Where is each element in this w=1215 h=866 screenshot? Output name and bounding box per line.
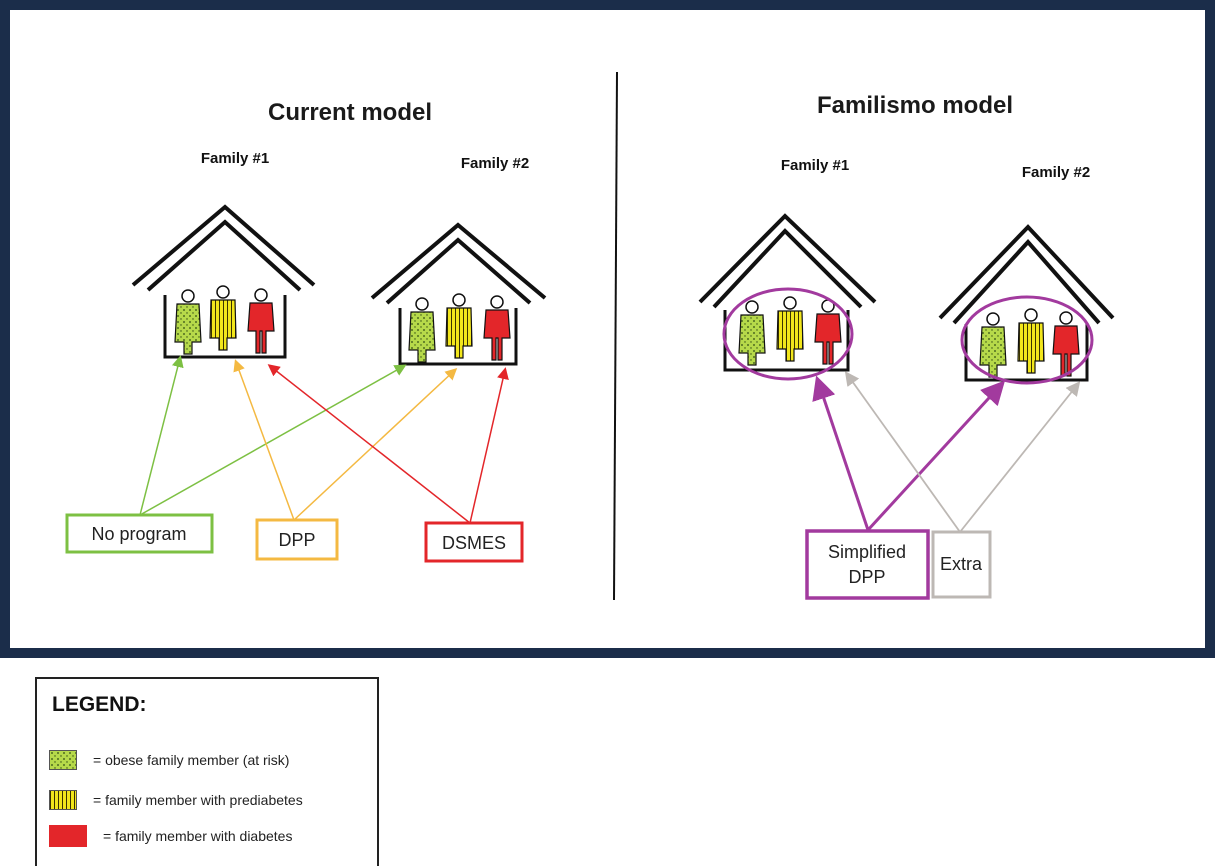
legend-item-label: = family member with diabetes xyxy=(103,828,293,844)
simplified-dpp-box: Simplified DPP xyxy=(805,529,930,600)
family-group-circle xyxy=(722,287,854,381)
family-group-circle xyxy=(960,295,1094,385)
legend-box: LEGEND: = obese family member (at risk) … xyxy=(35,677,379,866)
prediabetes-swatch-icon xyxy=(49,790,77,810)
model-divider xyxy=(613,71,618,601)
legend-item-prediabetes: = family member with prediabetes xyxy=(49,789,303,811)
legend-item-diabetes: = family member with diabetes xyxy=(49,825,292,847)
familismo-family2-house xyxy=(938,224,1115,385)
dsmes-label: DSMES xyxy=(442,533,506,553)
legend-item-label: = obese family member (at risk) xyxy=(93,752,290,768)
simplified-dpp-label-line1: Simplified xyxy=(828,542,906,562)
arrow-simplified-dpp-family1 xyxy=(812,375,870,531)
arrow-dpp-family2 xyxy=(293,367,458,521)
dpp-label: DPP xyxy=(278,530,315,550)
arrow-dpp-family1 xyxy=(233,359,295,521)
familismo-family1-house xyxy=(698,213,877,381)
arrow-dsmes-family2 xyxy=(469,367,509,524)
legend-item-label: = family member with prediabetes xyxy=(93,792,303,808)
arrow-extra-family1 xyxy=(844,371,961,533)
legend-item-obese: = obese family member (at risk) xyxy=(49,749,289,771)
arrow-no-program-family1 xyxy=(139,355,184,516)
no-program-box: No program xyxy=(65,513,214,554)
extra-box: Extra xyxy=(931,530,992,599)
diabetes-swatch-icon xyxy=(49,825,87,847)
arrow-extra-family2 xyxy=(959,381,1081,533)
current-family2-label: Family #2 xyxy=(461,155,529,172)
familismo-model-heading: Familismo model xyxy=(817,92,1013,119)
dsmes-box: DSMES xyxy=(424,521,524,563)
current-family2-house xyxy=(370,222,547,366)
no-program-label: No program xyxy=(91,524,186,544)
familismo-family1-label: Family #1 xyxy=(781,157,849,174)
current-family1-house xyxy=(131,204,316,359)
arrow-dsmes-family1 xyxy=(267,364,471,524)
current-model-heading: Current model xyxy=(268,99,432,126)
current-family1-label: Family #1 xyxy=(201,150,269,167)
arrow-no-program-family2 xyxy=(139,364,407,516)
diagram-frame: Current model Family #1 Family #2 No pro… xyxy=(0,0,1215,658)
extra-label: Extra xyxy=(940,554,983,574)
obese-swatch-icon xyxy=(49,750,77,770)
arrow-simplified-dpp-family2 xyxy=(866,380,1006,532)
dpp-box: DPP xyxy=(255,518,339,561)
simplified-dpp-label-line2: DPP xyxy=(848,567,885,587)
familismo-family2-label: Family #2 xyxy=(1022,164,1090,181)
legend-title: LEGEND: xyxy=(52,693,147,716)
